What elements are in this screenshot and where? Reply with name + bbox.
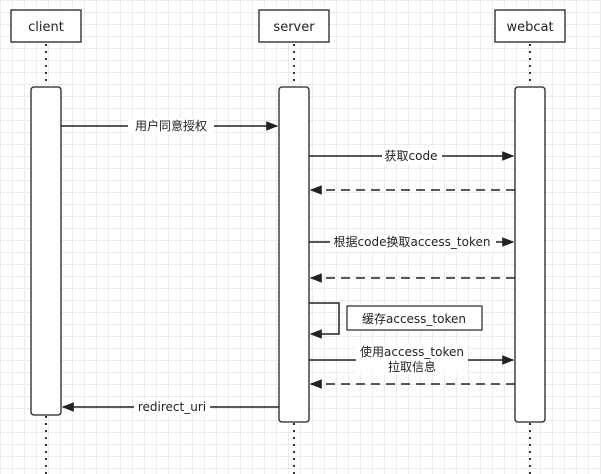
- participant-client[interactable]: client: [10, 9, 82, 43]
- activation-webcat[interactable]: [514, 86, 546, 423]
- lifelines: [45, 44, 531, 474]
- participant-client-label: client: [28, 20, 64, 35]
- message-user-consent-label: 用户同意授权: [135, 118, 207, 133]
- message-get-code[interactable]: 获取code: [309, 148, 515, 164]
- self-message-cache[interactable]: [309, 302, 340, 339]
- message-use-token-label-line2: 拉取信息: [388, 359, 436, 374]
- message-redirect[interactable]: redirect_uri: [61, 399, 279, 415]
- message-get-code-label: 获取code: [385, 149, 438, 163]
- activation-server[interactable]: [278, 86, 310, 423]
- activation-client[interactable]: [30, 86, 62, 416]
- participant-server[interactable]: server: [258, 9, 330, 43]
- message-user-consent[interactable]: 用户同意授权: [61, 118, 279, 134]
- message-exchange-token-label: 根据code换取access_token: [334, 235, 491, 249]
- participant-webcat-label: webcat: [506, 20, 553, 35]
- message-redirect-label: redirect_uri: [138, 400, 206, 414]
- message-exchange-token[interactable]: 根据code换取access_token: [309, 234, 515, 250]
- participant-server-label: server: [273, 20, 315, 35]
- participant-webcat[interactable]: webcat: [494, 9, 566, 43]
- cache-token-label: 缓存access_token: [362, 312, 466, 326]
- cache-token-box[interactable]: 缓存access_token: [346, 305, 483, 331]
- message-use-token-label-line1: 使用access_token: [360, 344, 464, 359]
- message-use-token[interactable]: 使用access_token 拉取信息: [309, 344, 515, 374]
